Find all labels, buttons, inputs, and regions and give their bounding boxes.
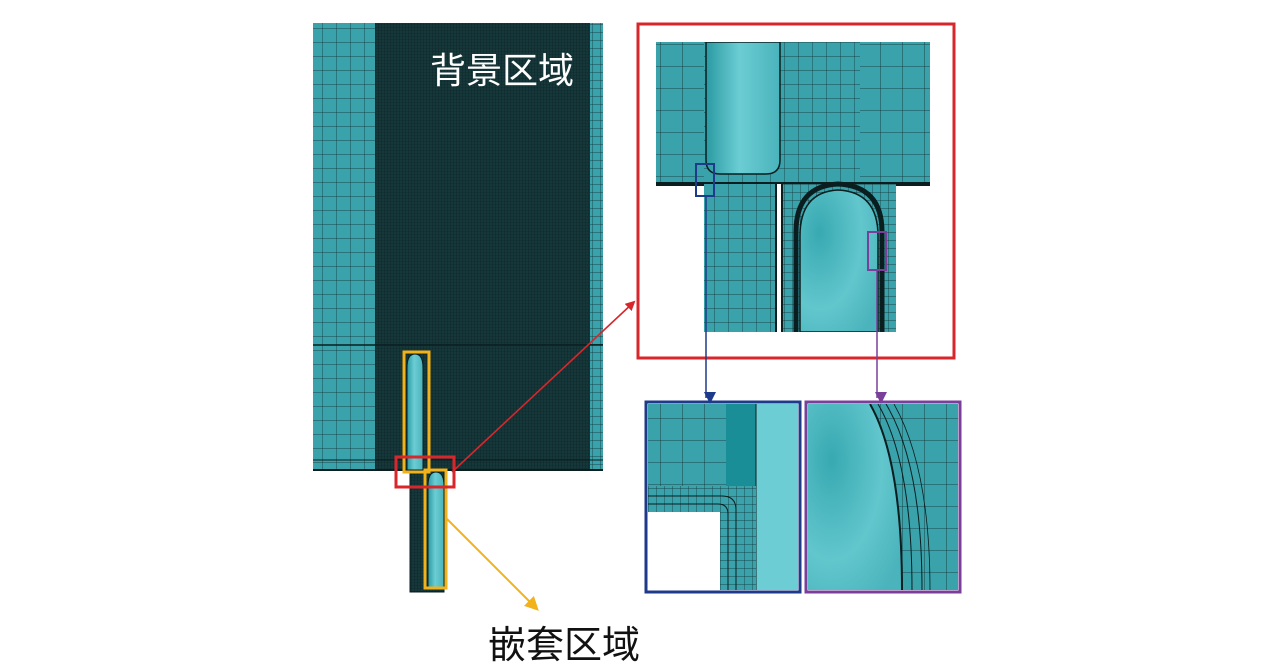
- blue-zoom-frame: [644, 400, 802, 594]
- detail-view: [656, 42, 930, 332]
- orange-frame-upper: [402, 350, 431, 474]
- orange-frame-lower: [423, 468, 448, 590]
- red-zoom-frame-small: [394, 455, 456, 489]
- arrow-orange-icon: [445, 517, 539, 611]
- red-detail-frame: [636, 22, 956, 360]
- blue-zoom-view: [648, 404, 798, 590]
- nested-region-label: 嵌套区域: [488, 623, 641, 667]
- background-region-label: 背景区域: [430, 51, 575, 92]
- purple-zoom-view: [808, 404, 958, 590]
- background-mesh: [313, 23, 603, 471]
- arrow-red-icon: [451, 300, 636, 473]
